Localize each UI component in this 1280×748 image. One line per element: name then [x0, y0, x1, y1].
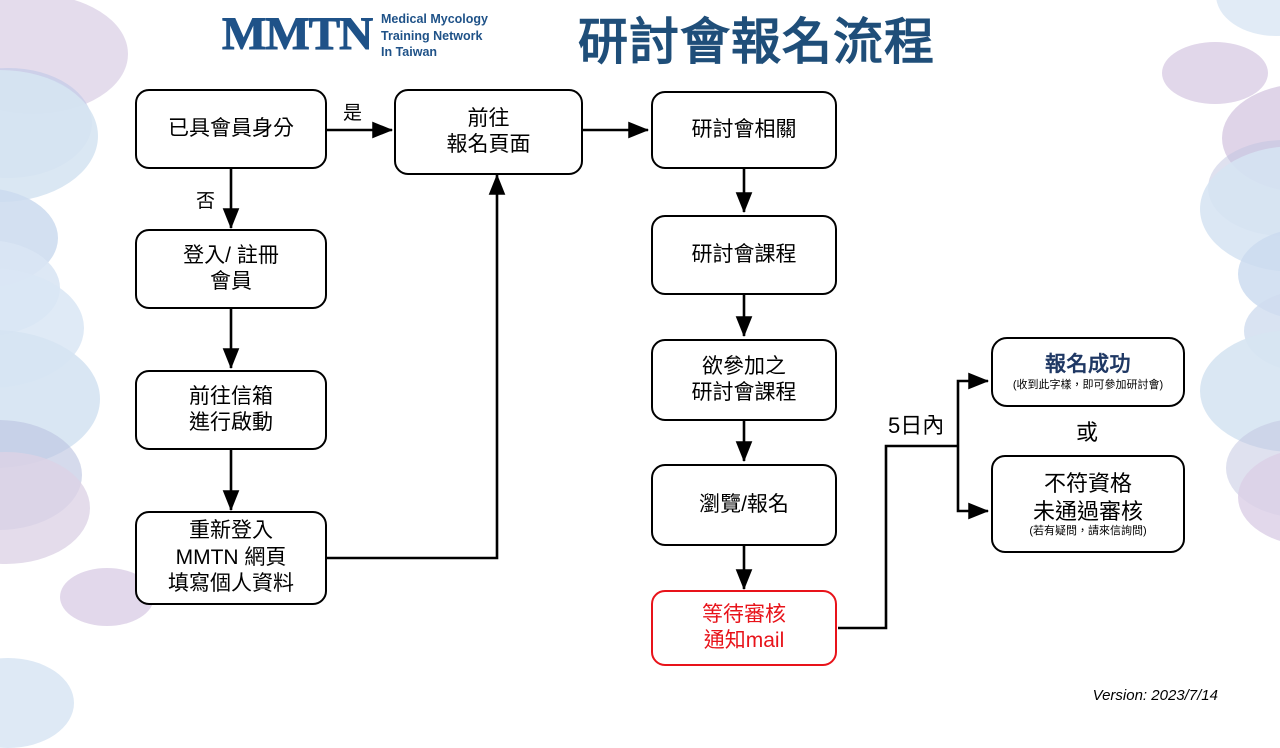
node-member-check-line-1: 已具會員身分: [168, 116, 294, 140]
node-registration-success-note: (收到此字樣，即可參加研討會): [1012, 379, 1164, 392]
node-desired-course[interactable]: 欲參加之 研討會課程: [651, 339, 837, 421]
node-await-review-line-2: 通知mail: [703, 629, 785, 652]
node-seminar-related-line-1: 研討會相關: [691, 117, 797, 141]
node-browse-signup-line-1: 瀏覽/報名: [699, 492, 789, 516]
version-stamp: Version: 2023/7/14: [1092, 687, 1218, 704]
edge-label-or: 或: [1076, 420, 1099, 445]
node-relogin-profile[interactable]: 重新登入 MMTN 網頁 填寫個人資料: [135, 511, 327, 605]
node-await-review-line-1: 等待審核: [702, 602, 786, 626]
mmtn-tagline-line-2: Training Network: [381, 28, 483, 43]
node-registration-rejected-note: (若有疑問，請來信詢問): [1029, 525, 1147, 538]
node-login-register[interactable]: 登入/ 註冊 會員: [135, 229, 327, 309]
node-seminar-course-line-1: 研討會課程: [691, 242, 797, 266]
node-goto-signup[interactable]: 前往 報名頁面: [394, 89, 583, 175]
node-registration-rejected-line-1: 不符資格: [1043, 470, 1132, 496]
node-registration-success[interactable]: 報名成功 (收到此字樣，即可參加研討會): [991, 337, 1185, 407]
node-login-register-line-2: 會員: [210, 270, 252, 293]
node-mailbox-activate-line-1: 前往信箱: [189, 384, 273, 408]
node-goto-signup-line-1: 前往: [467, 106, 510, 130]
node-registration-rejected[interactable]: 不符資格 未通過審核 (若有疑問，請來信詢問): [991, 455, 1185, 553]
mmtn-logo-tagline: Medical Mycology Training Network In Tai…: [381, 8, 488, 61]
node-await-review[interactable]: 等待審核 通知mail: [651, 590, 837, 666]
page-title: 研討會報名流程: [578, 14, 935, 70]
node-mailbox-activate-line-2: 進行啟動: [189, 411, 273, 434]
mmtn-tagline-line-3: In Taiwan: [381, 45, 438, 60]
node-goto-signup-line-2: 報名頁面: [446, 133, 531, 156]
node-login-register-line-1: 登入/ 註冊: [183, 243, 279, 267]
node-relogin-profile-line-3: 填寫個人資料: [168, 572, 294, 596]
node-seminar-course[interactable]: 研討會課程: [651, 215, 837, 295]
node-registration-rejected-line-2: 未通過審核: [1032, 498, 1143, 524]
node-browse-signup[interactable]: 瀏覽/報名: [651, 464, 837, 546]
mmtn-logo: MMTN Medical Mycology Training Network I…: [221, 7, 488, 61]
node-registration-success-headline: 報名成功: [1045, 352, 1131, 376]
mmtn-logo-wordmark: MMTN: [221, 7, 373, 60]
node-seminar-related[interactable]: 研討會相關: [651, 91, 837, 169]
node-desired-course-line-1: 欲參加之: [702, 354, 786, 378]
edge-label-no: 否: [196, 191, 216, 212]
node-member-check[interactable]: 已具會員身分: [135, 89, 327, 169]
node-relogin-profile-line-1: 重新登入: [189, 519, 273, 543]
edge-label-within-five-days: 5日內: [888, 413, 945, 438]
node-mailbox-activate[interactable]: 前往信箱 進行啟動: [135, 370, 327, 450]
mmtn-tagline-line-1: Medical Mycology: [381, 12, 488, 26]
edge-label-yes: 是: [343, 103, 363, 124]
node-desired-course-line-2: 研討會課程: [691, 381, 797, 404]
node-relogin-profile-line-2: MMTN 網頁: [175, 545, 287, 569]
slide-header: MMTN Medical Mycology Training Network I…: [0, 0, 1280, 82]
